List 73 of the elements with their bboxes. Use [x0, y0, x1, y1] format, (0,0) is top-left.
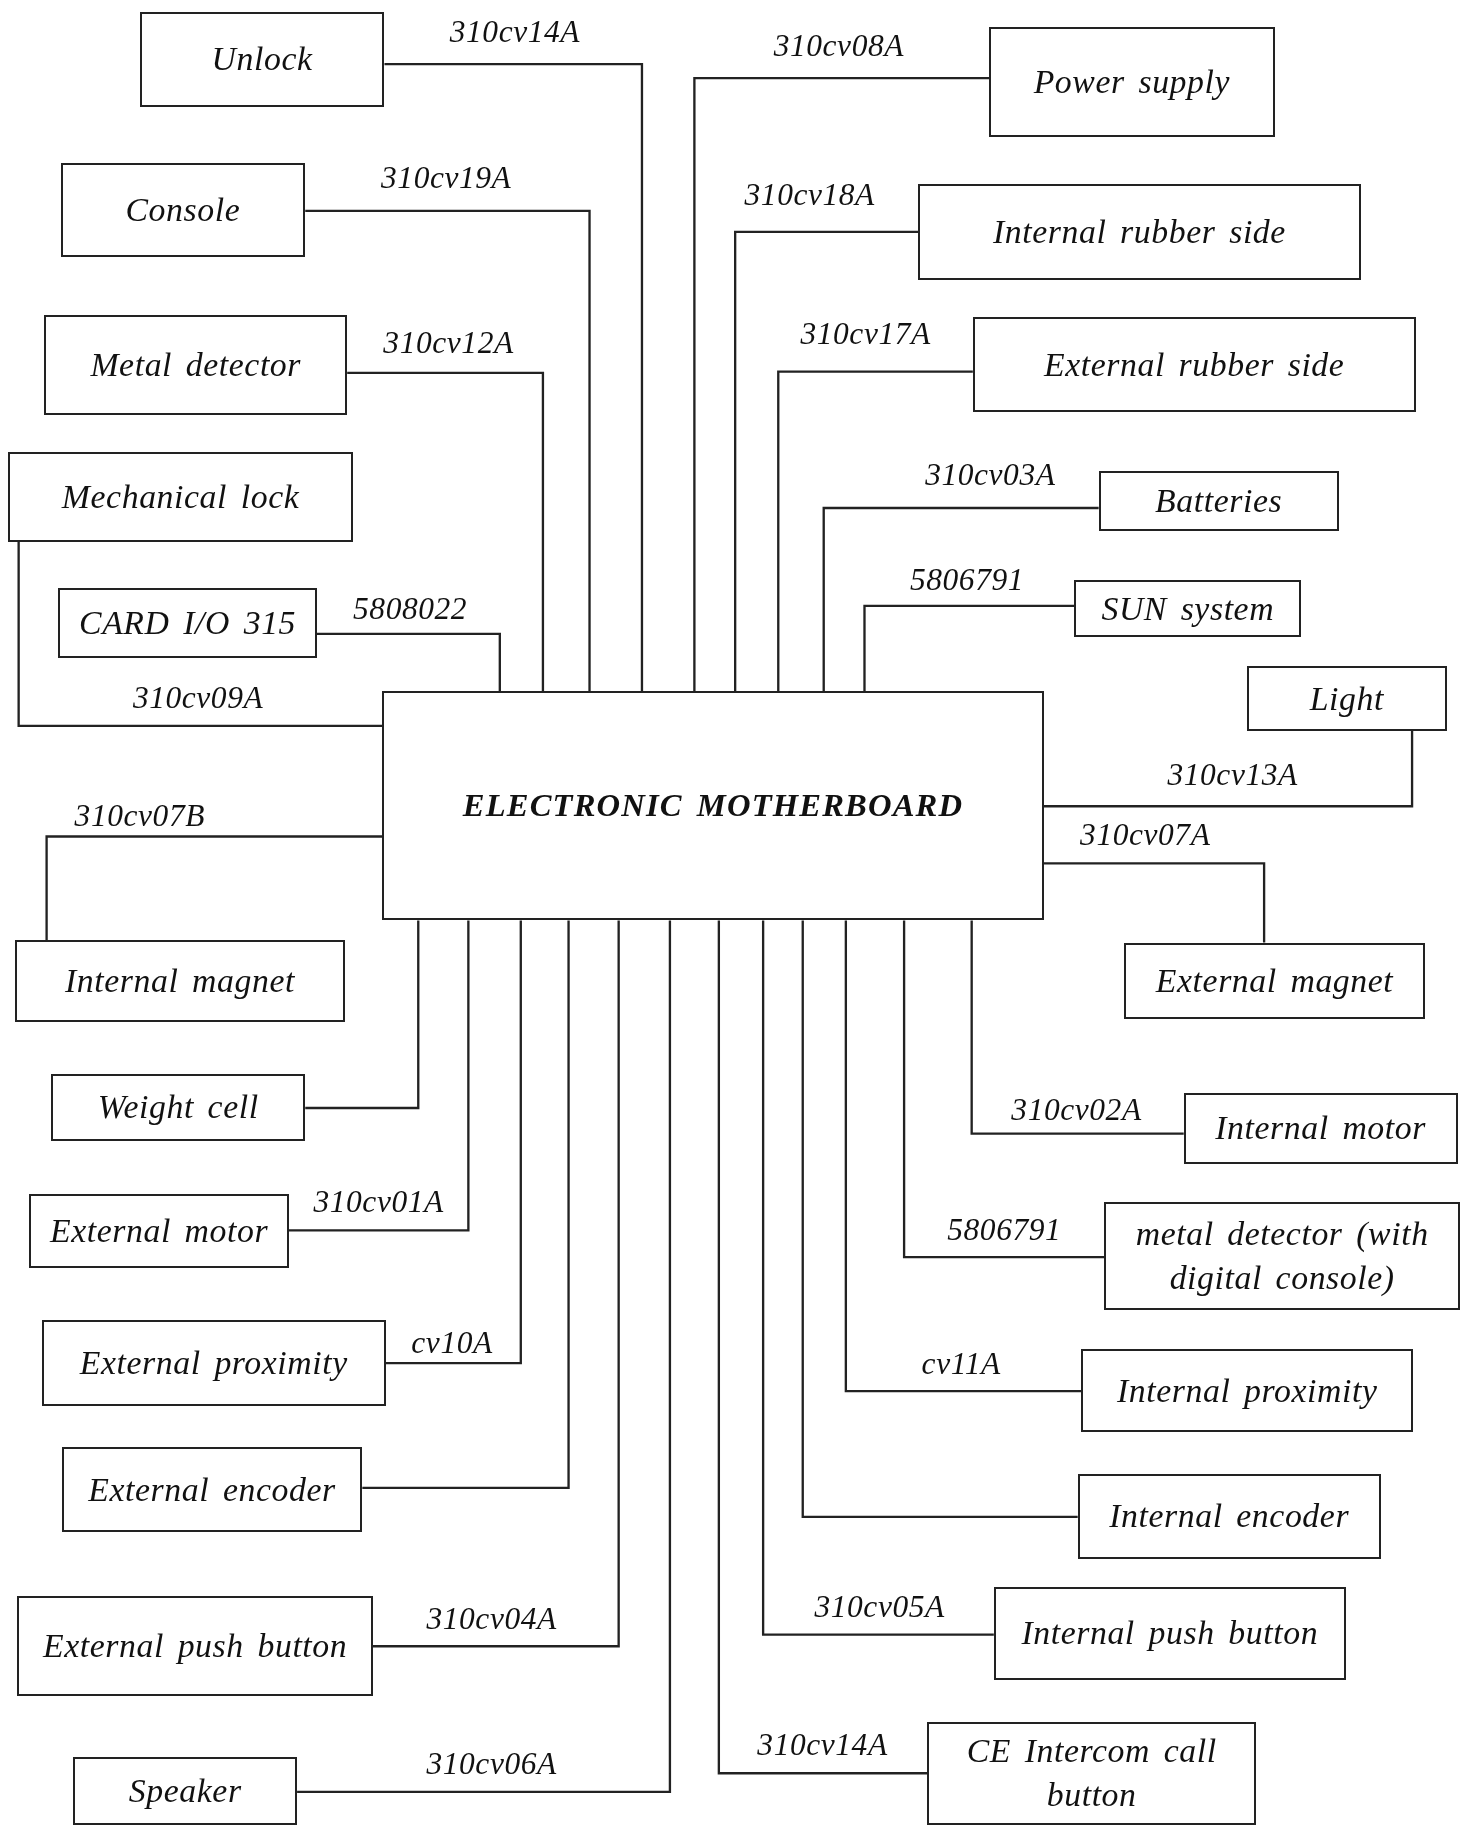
component-box: Internal magnet	[15, 940, 345, 1022]
edge-label: 310cv08A	[773, 27, 905, 64]
edge-label: 310cv14A	[757, 1726, 888, 1763]
connector-line	[288, 920, 470, 1232]
component-box: SUN system	[1074, 580, 1302, 638]
connector-line	[902, 920, 1105, 1259]
component-box: Light	[1246, 666, 1447, 731]
edge-label: 310cv09A	[132, 680, 264, 717]
edge-label: 310cv02A	[1011, 1091, 1142, 1128]
component-box: Unlock	[139, 11, 385, 108]
edge-label: 310cv18A	[744, 177, 875, 214]
edge-label: 5808022	[353, 590, 468, 627]
connector-line	[362, 920, 570, 1489]
component-box: Batteries	[1098, 470, 1339, 532]
edge-label: 5806791	[909, 561, 1025, 598]
component-box: Mechanical lock	[8, 452, 353, 542]
component-box: External motor	[29, 1194, 289, 1268]
connector-line	[17, 541, 383, 727]
connector-line	[1043, 730, 1414, 808]
edge-label: 310cv05A	[814, 1589, 945, 1626]
component-box: Internal push button	[993, 1586, 1346, 1681]
component-box: External magnet	[1124, 942, 1425, 1020]
component-box: Internal proximity	[1081, 1349, 1414, 1432]
edge-label: 310cv07A	[1080, 816, 1211, 853]
edge-label: 310cv12A	[383, 325, 514, 362]
connector-line	[863, 604, 1075, 691]
connector-line	[822, 506, 1099, 691]
edge-label: 5806791	[947, 1211, 1062, 1248]
edge-label: cv11A	[921, 1345, 1001, 1382]
component-box: CARD I/O 315	[58, 588, 317, 659]
connector-line	[844, 920, 1082, 1393]
connector-line	[384, 62, 644, 691]
edge-label: cv10A	[411, 1324, 493, 1361]
connector-line	[347, 371, 545, 691]
connector-line	[970, 920, 1184, 1135]
component-box: Console	[60, 163, 306, 258]
edge-label: 310cv07B	[74, 798, 205, 835]
edge-label: 310cv14A	[449, 13, 581, 50]
connector-line	[717, 920, 928, 1775]
connector-line	[734, 230, 919, 691]
motherboard-box: ELECTRONIC MOTHERBOARD	[382, 690, 1044, 921]
component-box: Power supply	[989, 26, 1275, 138]
connector-line	[801, 920, 1078, 1519]
connector-line	[45, 835, 383, 941]
edge-label: 310cv19A	[381, 159, 512, 196]
component-box: Internal motor	[1183, 1092, 1458, 1164]
connector-line	[305, 920, 420, 1110]
connector-line	[297, 920, 672, 1794]
connector-line	[305, 209, 591, 691]
connector-line	[385, 920, 522, 1365]
edge-label: 310cv17A	[800, 315, 931, 352]
edge-label: 310cv04A	[426, 1600, 557, 1637]
edge-label: 310cv06A	[426, 1746, 557, 1783]
edge-label: 310cv03A	[925, 456, 1056, 493]
connector-line	[1043, 862, 1266, 943]
connector-line	[316, 632, 501, 691]
component-box: External push button	[17, 1596, 373, 1697]
component-box: External proximity	[41, 1320, 386, 1407]
component-box: Internal encoder	[1077, 1473, 1381, 1559]
component-box: Metal detector	[44, 314, 348, 415]
component-box: Speaker	[73, 1756, 298, 1825]
component-box: metal detector (with digital console)	[1104, 1202, 1460, 1310]
component-box: Weight cell	[51, 1074, 306, 1141]
edge-label: 310cv01A	[313, 1183, 444, 1220]
connector-line	[761, 920, 994, 1636]
connector-line	[693, 76, 990, 691]
connector-line	[372, 920, 620, 1648]
component-box: CE Intercom call button	[927, 1722, 1256, 1825]
component-box: Internal rubber side	[918, 184, 1361, 280]
connector-line	[777, 370, 973, 691]
edge-label: 310cv13A	[1167, 757, 1298, 794]
component-box: External rubber side	[972, 316, 1416, 413]
component-box: External encoder	[61, 1447, 363, 1533]
